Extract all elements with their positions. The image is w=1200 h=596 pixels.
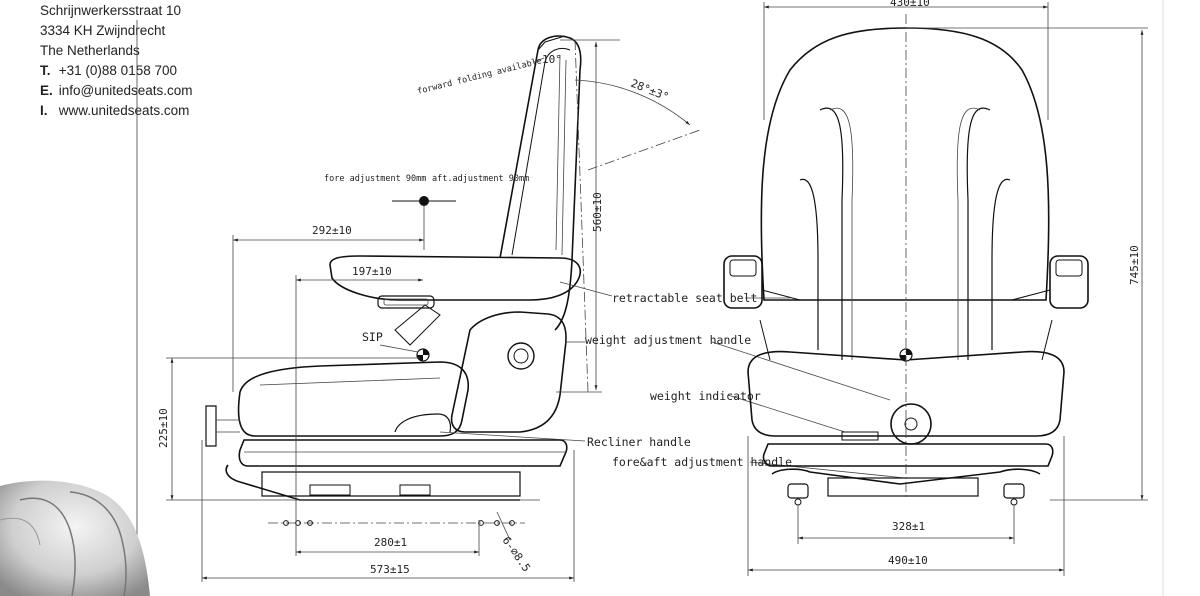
dim-490-text: 490±10 <box>888 554 928 567</box>
sip-marker <box>379 344 430 362</box>
angle-10-text: 10° <box>542 53 562 66</box>
backrest-outline <box>499 35 582 331</box>
forward-folding-text: forward folding available <box>416 56 543 97</box>
seat-photo <box>0 480 150 596</box>
callout-fore-aft: fore&aft adjustment handle <box>612 455 792 469</box>
hole-dim-text: 6-⌀8.5 <box>500 534 533 574</box>
recliner-handle-shape <box>394 413 452 433</box>
front-armrest-right <box>1011 255 1089 309</box>
front-feet <box>787 483 1025 506</box>
recliner-pivot <box>507 342 535 370</box>
sip-text: SIP <box>362 330 383 344</box>
recliner-body <box>450 311 567 433</box>
fore-adjustment-text: fore adjustment 90mm <box>324 174 426 184</box>
contact-email-row: E. info@unitedseats.com <box>40 81 193 101</box>
dim-280-text: 280±1 <box>374 536 407 549</box>
callout-weight-indicator: weight indicator <box>650 389 761 403</box>
angle-28-text: 28°±3° <box>629 77 671 104</box>
callouts: retractable seat belt weight adjustment … <box>439 281 906 479</box>
mounting-holes-side <box>268 520 525 526</box>
dim-328-text: 328±1 <box>892 520 925 533</box>
callout-seat-belt: retractable seat belt <box>612 291 757 305</box>
contact-city: 3334 KH Zwijndrecht <box>40 23 166 38</box>
front-dimension-lines <box>747 2 1148 576</box>
contact-web[interactable]: www.unitedseats.com <box>58 103 190 118</box>
side-dimension-lines <box>166 42 598 582</box>
contact-block: Schrijnwerkersstraat 10 3334 KH Zwijndre… <box>40 1 193 121</box>
callout-weight-handle: weight adjustment handle <box>585 333 751 347</box>
front-weight-handle <box>841 403 932 445</box>
front-suspension-base <box>762 443 1054 467</box>
contact-country: The Netherlands <box>40 43 140 58</box>
front-view: 430±10 745±10 328±1 490±10 <box>723 0 1148 576</box>
armrest-outline <box>329 255 582 301</box>
dim-573-text: 573±15 <box>370 563 410 576</box>
dim-197-text: 197±10 <box>352 265 392 278</box>
aft-adjustment-text: aft.adjustment 90mm <box>432 174 529 184</box>
front-armrest-left <box>723 255 801 309</box>
seat-cushion <box>237 361 469 437</box>
adjustment-marker <box>392 196 456 250</box>
contact-phone: +31 (0)88 0158 700 <box>58 63 177 78</box>
phone-label: T. <box>40 63 51 78</box>
callout-recliner: Recliner handle <box>587 435 691 449</box>
dim-745-text: 745±10 <box>1128 245 1141 285</box>
dim-560-text: 560±10 <box>591 192 604 232</box>
contact-street: Schrijnwerkersstraat 10 <box>40 3 182 18</box>
suspension-base <box>238 439 568 467</box>
fore-aft-bar <box>225 464 520 501</box>
contact-phone-row: T. +31 (0)88 0158 700 <box>40 61 193 81</box>
dim-225-text: 225±10 <box>157 408 170 448</box>
contact-web-row: I. www.unitedseats.com <box>40 101 193 121</box>
slide-rails <box>261 471 521 497</box>
side-view: forward folding available 10° 28°±3° for… <box>157 35 701 582</box>
dim-292-text: 292±10 <box>312 224 352 237</box>
dim-430-text: 430±10 <box>890 0 930 9</box>
front-backrest <box>760 27 1050 301</box>
web-label: I. <box>40 103 48 118</box>
front-seat-cushion <box>747 350 1065 437</box>
email-label: E. <box>40 83 53 98</box>
contact-email[interactable]: info@unitedseats.com <box>58 83 193 98</box>
